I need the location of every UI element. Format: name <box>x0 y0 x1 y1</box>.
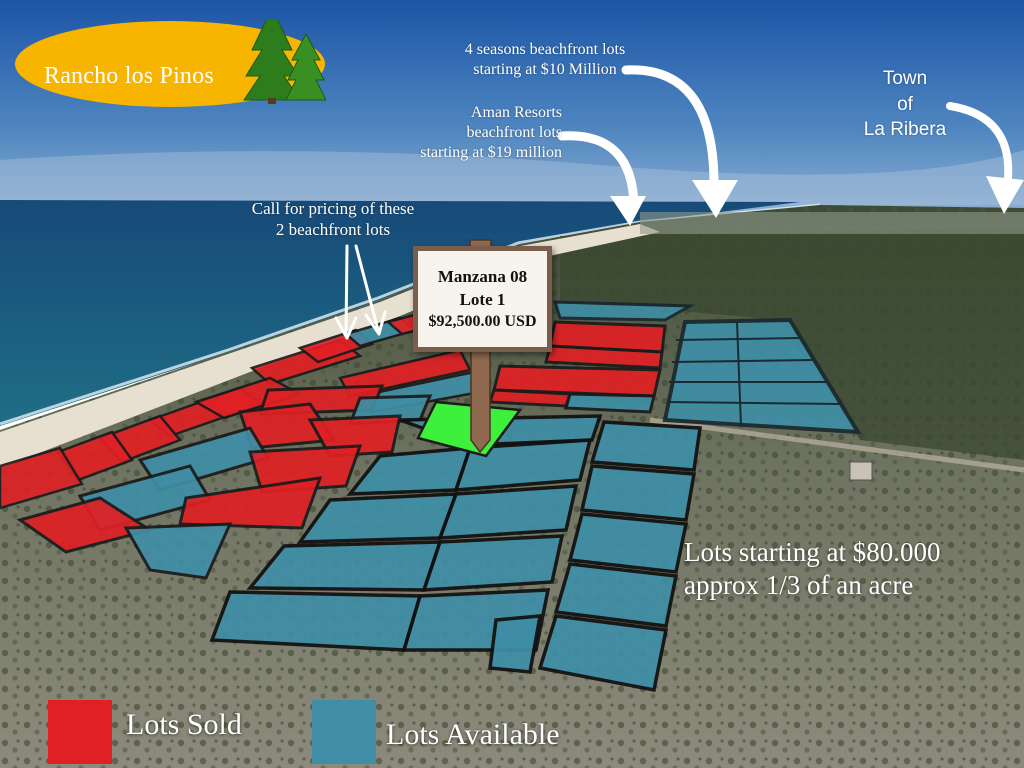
lots-price-annotation: Lots starting at $80.000 approx 1/3 of a… <box>684 536 1024 602</box>
annotation-line: La Ribera <box>863 119 947 141</box>
annotation-line: Aman Resorts <box>470 104 562 121</box>
arrow-icon-aman <box>557 131 646 226</box>
sign-lote: Lote 1 <box>459 290 506 309</box>
selected-lot-highlight[interactable] <box>416 400 523 458</box>
annotation-line: starting at $19 million <box>420 144 562 161</box>
lots-block-left <box>0 376 433 580</box>
annotation-line: Call for pricing of these <box>251 199 415 218</box>
annotation-line: 4 seasons beachfront lots <box>464 41 626 58</box>
arrow-icon-town <box>946 102 1024 214</box>
sign-manzana: Manzana 08 <box>437 267 528 286</box>
sign-price: $92,500.00 USD <box>428 313 537 330</box>
logo: Rancho los Pinos <box>14 6 327 108</box>
lots-block-center-right <box>487 320 667 414</box>
legend-label-sold: Lots Sold <box>126 708 242 741</box>
aman-resorts-annotation: Aman Resorts beachfront lots starting at… <box>372 103 562 163</box>
lots-block-strip-right <box>488 420 703 693</box>
dense-vegetation <box>560 228 1024 460</box>
dirt-road <box>649 417 1024 473</box>
logo-title: Rancho los Pinos <box>44 63 214 89</box>
small-house <box>849 461 873 481</box>
annotation-line: starting at $10 Million <box>473 61 617 78</box>
legend-swatch-sold <box>48 700 112 764</box>
four-seasons-annotation: 4 seasons beachfront lots starting at $1… <box>430 40 660 80</box>
pine-trees-icon <box>243 6 327 104</box>
lots-available-right <box>552 300 862 435</box>
sign-post <box>470 339 491 454</box>
logo-ellipse <box>15 6 327 107</box>
cloud-band <box>0 150 1024 205</box>
town-annotation: Town of La Ribera <box>840 66 970 143</box>
arrow-icon-four-seasons <box>621 65 738 218</box>
distant-plain <box>640 212 1024 234</box>
sea <box>0 200 800 426</box>
annotation-line: beachfront lots <box>466 124 562 141</box>
legend-label-available: Lots Available <box>386 718 560 751</box>
lot-sign[interactable]: Manzana 08 Lote 1 $92,500.00 USD <box>413 246 552 352</box>
arrow-icon-call-pricing <box>334 244 387 340</box>
legend-swatch-available <box>312 700 376 764</box>
annotation-line: 2 beachfront lots <box>275 220 391 240</box>
annotation-line: of <box>897 93 913 115</box>
annotation-line: Lots starting at $80.000 <box>684 537 941 567</box>
call-pricing-annotation: Call for pricing of these 2 beachfront l… <box>228 198 438 241</box>
annotation-line: approx 1/3 of an acre <box>684 569 914 600</box>
annotation-line: Town <box>882 68 928 89</box>
